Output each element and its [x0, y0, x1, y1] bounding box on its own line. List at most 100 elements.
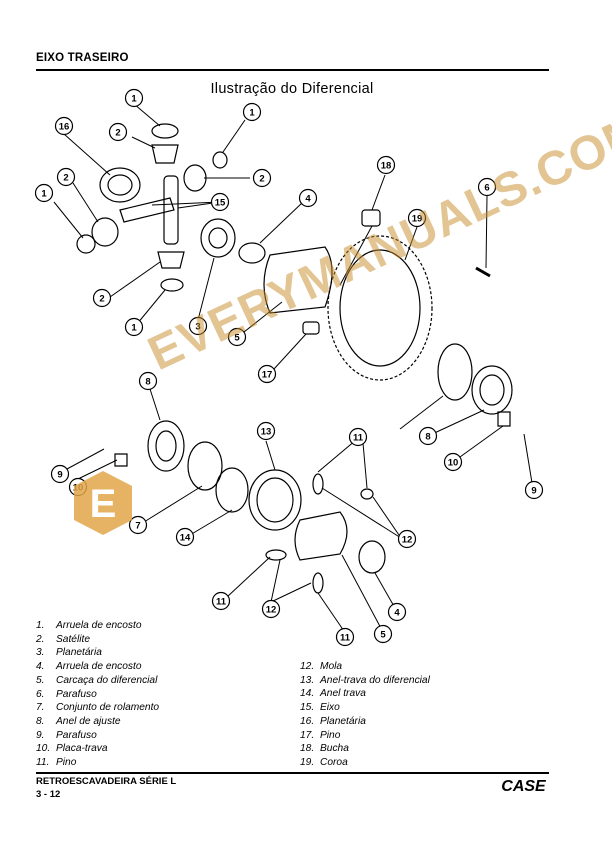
- callout-11: 11: [348, 427, 368, 447]
- svg-text:16: 16: [59, 122, 70, 133]
- callout-1: 1: [124, 317, 144, 337]
- side-gear-part: [200, 218, 236, 258]
- svg-text:18: 18: [381, 161, 392, 172]
- legend-item: 9.Parafuso: [36, 729, 97, 741]
- callout-10: 10: [443, 452, 463, 472]
- legend-item: 17.Pino: [300, 729, 341, 741]
- svg-text:E: E: [90, 482, 117, 526]
- legend-item: 18.Bucha: [300, 743, 349, 755]
- callout-1: 1: [124, 88, 144, 108]
- svg-text:6: 6: [484, 183, 489, 194]
- svg-text:7: 7: [135, 521, 140, 532]
- ring-gear-part: [327, 235, 433, 381]
- bushing-part: [361, 209, 381, 227]
- adjusting-ring-part: [147, 420, 185, 472]
- svg-text:5: 5: [380, 630, 386, 641]
- thrust-washer-part: [238, 242, 266, 264]
- legend-item: 1.Arruela de encosto: [36, 620, 142, 631]
- callout-2: 2: [56, 167, 76, 187]
- thrust-washer-part: [151, 123, 179, 139]
- spring-part: [312, 572, 324, 594]
- svg-text:4: 4: [394, 608, 400, 619]
- legend-item: 10.Placa-trava: [36, 743, 108, 755]
- pinion-gear-part: [151, 144, 179, 164]
- thrust-washer-part: [358, 540, 386, 574]
- svg-text:10: 10: [448, 458, 459, 469]
- svg-text:2: 2: [63, 173, 68, 184]
- svg-text:15: 15: [215, 198, 226, 209]
- callout-4: 4: [298, 188, 318, 208]
- legend-item: 7.Conjunto de rolamento: [36, 702, 160, 714]
- footer-rule: [36, 772, 549, 774]
- legend-item: 8.Anel de ajuste: [36, 715, 121, 727]
- spring-part: [360, 488, 374, 500]
- header-rule: [36, 69, 549, 71]
- callout-4: 4: [387, 602, 407, 622]
- footer-title: RETROESCAVADEIRA SÉRIE L: [36, 776, 177, 787]
- legend-item: 6.Parafuso: [36, 688, 97, 700]
- svg-text:19: 19: [412, 214, 423, 225]
- legend-column-2: 12.Mola 13.Anel-trava do diferencial 14.…: [300, 660, 430, 770]
- callout-11: 11: [211, 591, 231, 611]
- callout-15: 15: [210, 192, 230, 212]
- legend-item: 5.Carcaça do diferencial: [36, 674, 158, 686]
- case-logo: CASE: [501, 778, 547, 794]
- legend-item: 4.Arruela de encosto: [36, 661, 142, 673]
- bearing-part: [187, 441, 223, 491]
- legend-item: 13.Anel-trava do diferencial: [300, 674, 430, 686]
- legend-item: 16.Planetária: [300, 715, 366, 727]
- legend-item: 14.Anel trava: [300, 688, 366, 700]
- svg-text:2: 2: [115, 128, 120, 139]
- svg-text:2: 2: [99, 294, 104, 305]
- svg-text:CASE: CASE: [501, 778, 547, 794]
- callout-2: 2: [108, 122, 128, 142]
- svg-text:8: 8: [145, 377, 150, 388]
- svg-text:4: 4: [305, 194, 311, 205]
- legend-item: 12.Mola: [300, 661, 343, 672]
- callout-13: 13: [256, 421, 276, 441]
- svg-text:11: 11: [216, 597, 227, 608]
- pinion-gear-part: [91, 217, 119, 247]
- figure-title: Ilustração do Diferencial: [0, 81, 612, 97]
- callout-3: 3: [188, 316, 208, 336]
- spring-part: [265, 549, 287, 561]
- svg-text:11: 11: [353, 433, 364, 444]
- svg-text:9: 9: [57, 470, 62, 481]
- svg-text:3: 3: [195, 322, 200, 333]
- svg-text:5: 5: [234, 333, 240, 344]
- side-gear-part: [99, 167, 141, 203]
- svg-text:12: 12: [402, 535, 413, 546]
- svg-text:11: 11: [340, 633, 351, 644]
- callout-8: 8: [418, 426, 438, 446]
- shaft-part: [163, 175, 179, 245]
- svg-text:2: 2: [259, 174, 264, 185]
- callout-9: 9: [50, 464, 70, 484]
- svg-text:9: 9: [531, 486, 536, 497]
- callout-5: 5: [227, 327, 247, 347]
- svg-text:14: 14: [180, 533, 191, 544]
- legend-item: 11.Pino: [36, 757, 77, 769]
- pinion-gear-part: [183, 164, 207, 192]
- callout-14: 14: [175, 527, 195, 547]
- callout-12: 12: [261, 599, 281, 619]
- legend-item: 15.Eixo: [300, 702, 340, 714]
- bolt-part: [475, 266, 491, 278]
- svg-text:1: 1: [41, 189, 47, 200]
- svg-text:12: 12: [266, 605, 277, 616]
- legend-column-1: 1.Arruela de encosto 2.Satélite 3.Planet…: [36, 619, 159, 770]
- svg-text:17: 17: [262, 370, 273, 381]
- bearing-part: [437, 343, 473, 401]
- pin-part: [302, 321, 320, 335]
- spring-part: [312, 473, 324, 495]
- callout-5: 5: [373, 624, 393, 644]
- figure-title-text: Ilustração do Diferencial: [210, 81, 374, 97]
- callout-9: 9: [524, 480, 544, 500]
- legend-item: 19.Coroa: [300, 756, 348, 768]
- watermark-badge-icon: E: [74, 471, 132, 535]
- callout-18: 18: [376, 155, 396, 175]
- svg-text:1: 1: [131, 94, 137, 105]
- callout-11: 11: [335, 627, 355, 647]
- callout-2: 2: [252, 168, 272, 188]
- differential-case-part: [294, 511, 348, 561]
